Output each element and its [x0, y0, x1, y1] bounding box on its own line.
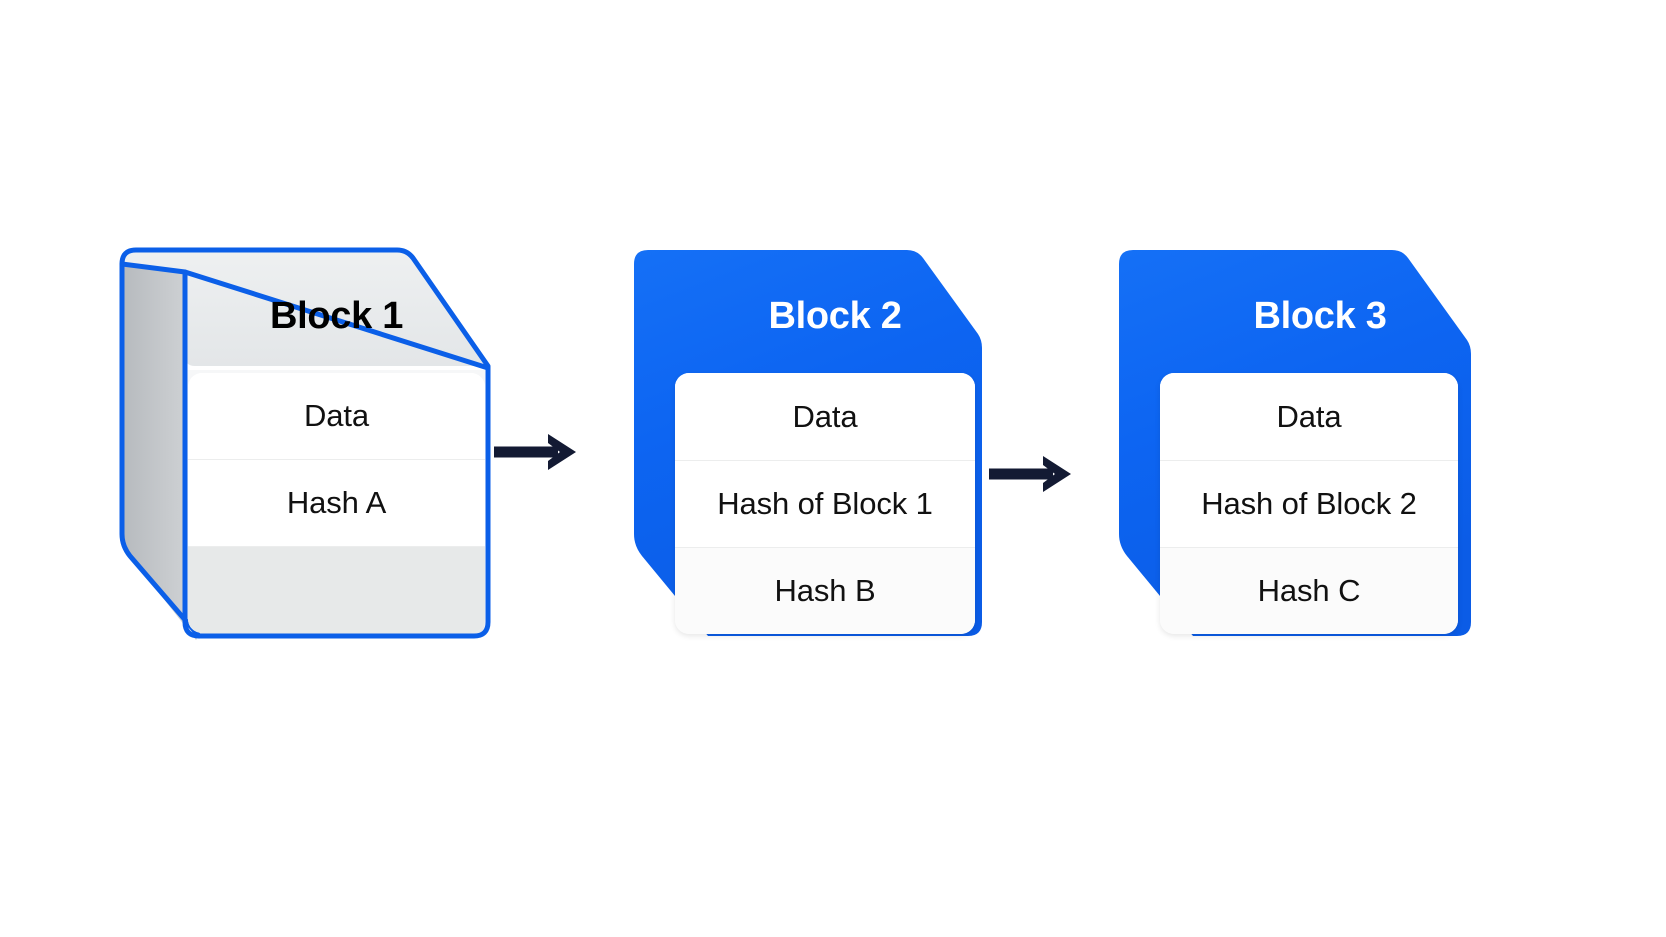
block-2-title: Block 2 [768, 295, 902, 337]
block-1-row-data[interactable]: Data [188, 373, 485, 459]
arrow-right-icon [989, 456, 1071, 492]
block-3-panel: Data Hash of Block 2 Hash C [1160, 373, 1458, 634]
block-2-row-prev-hash[interactable]: Hash of Block 1 [675, 460, 975, 547]
block-3-row-prev-hash[interactable]: Hash of Block 2 [1160, 460, 1458, 547]
block-3-row-data[interactable]: Data [1160, 373, 1458, 460]
block-1-row-hash[interactable]: Hash A [188, 459, 485, 546]
arrow-2 [985, 450, 1081, 502]
block-1[interactable]: Block 1 Data Hash A [100, 240, 500, 650]
arrow-right-icon [494, 434, 576, 470]
block-2-panel: Data Hash of Block 1 Hash B [675, 373, 975, 634]
block-3-title: Block 3 [1253, 295, 1387, 337]
arrow-1 [490, 428, 586, 480]
block-3[interactable]: Block 3 Data Hash of Block 2 Hash C [1075, 240, 1475, 650]
block-2[interactable]: Block 2 Data Hash of Block 1 Hash B [590, 240, 990, 650]
block-1-row-empty[interactable] [188, 546, 485, 633]
block-2-row-own-hash[interactable]: Hash B [675, 547, 975, 634]
block-1-title: Block 1 [269, 295, 404, 337]
block-2-row-data[interactable]: Data [675, 373, 975, 460]
block-3-row-own-hash[interactable]: Hash C [1160, 547, 1458, 634]
block-1-panel: Data Hash A [188, 373, 485, 633]
